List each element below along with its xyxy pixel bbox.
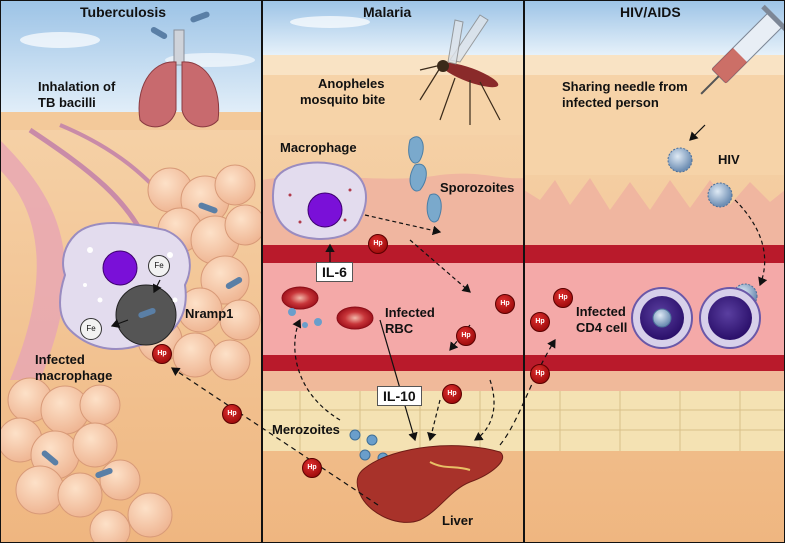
tb-title: Tuberculosis — [80, 4, 167, 20]
tb-inhalation-line1: Inhalation of — [38, 79, 116, 94]
malaria-panel — [262, 0, 524, 543]
infected-macrophage-label-line2: macrophage — [35, 368, 113, 383]
infected-cd4-label-line2: CD4 cell — [576, 320, 628, 335]
macrophage-cell — [272, 161, 367, 240]
infected-rbc-cells — [281, 286, 374, 330]
hiv-label: HIV — [718, 152, 740, 167]
il6-label: IL-6 — [316, 262, 353, 282]
hp-badge: Hp — [530, 312, 550, 332]
tb-panel — [0, 0, 266, 543]
tb-inhalation-line2: TB bacilli — [38, 95, 96, 110]
hiv-title: HIV/AIDS — [620, 4, 681, 20]
lungs-icon — [138, 29, 220, 128]
fe-ion-upper: Fe — [148, 255, 170, 277]
infected-cd4-label-line1: Infected — [576, 304, 626, 319]
macrophage-label: Macrophage — [280, 140, 357, 155]
infected-cd4-cells — [631, 287, 761, 349]
hp-badge: Hp — [530, 364, 550, 384]
infected-rbc-label-line1: Infected — [385, 305, 435, 320]
needle-label-line1: Sharing needle from — [562, 79, 688, 94]
mosquito-label-line2: mosquito bite — [300, 92, 386, 107]
needle-label-line2: infected person — [562, 95, 659, 110]
il10-label: IL-10 — [377, 386, 422, 406]
mosquito-label-line1: Anopheles — [318, 76, 385, 91]
liver-label: Liver — [442, 513, 474, 528]
infected-macrophage-label-line1: Infected — [35, 352, 85, 367]
nramp1-label: Nramp1 — [185, 306, 234, 321]
mosquito-icon — [419, 14, 501, 125]
liver-icon — [356, 445, 503, 523]
infected-macrophage-cell — [59, 222, 191, 350]
hp-badge: Hp — [553, 288, 573, 308]
hp-badge: Hp — [302, 458, 322, 478]
merozoites-label: Merozoites — [272, 422, 340, 437]
hp-badge: Hp — [456, 326, 476, 346]
hp-badge: Hp — [222, 404, 242, 424]
syringe-icon — [700, 4, 785, 95]
hp-badge: Hp — [368, 234, 388, 254]
hiv-panel — [524, 0, 785, 543]
sporozoites-label: Sporozoites — [440, 180, 515, 195]
hp-badge: Hp — [442, 384, 462, 404]
fe-ion-lower: Fe — [80, 318, 102, 340]
hp-badge: Hp — [495, 294, 515, 314]
malaria-title: Malaria — [363, 4, 412, 20]
infected-rbc-label-line2: RBC — [385, 321, 414, 336]
hp-badge: Hp — [152, 344, 172, 364]
